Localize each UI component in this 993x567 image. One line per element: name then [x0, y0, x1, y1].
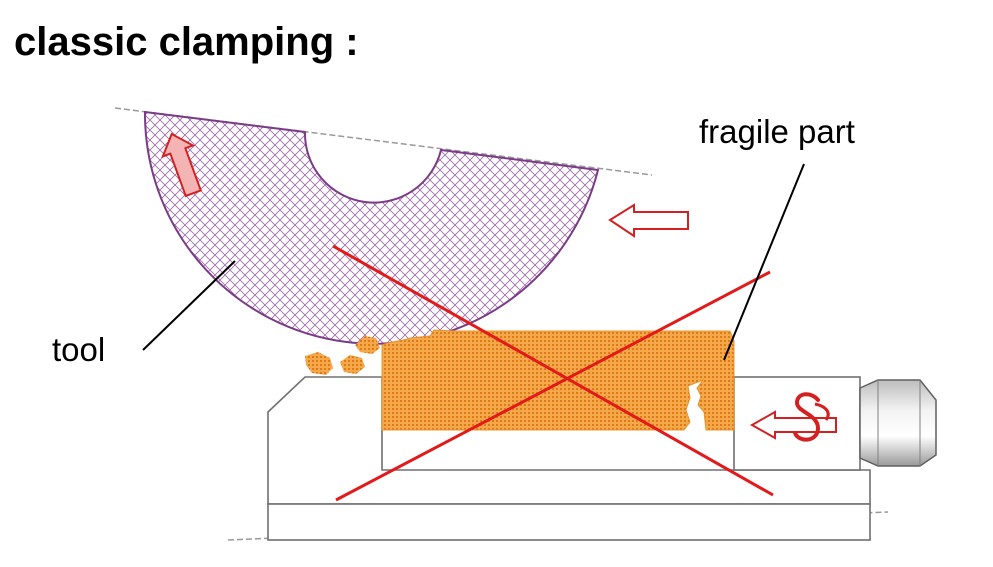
red-cross-icon — [332, 244, 774, 502]
arrow-left-icon — [608, 203, 689, 238]
vise-base — [267, 503, 871, 541]
arrow-up-icon — [161, 132, 203, 198]
s-spiral-icon — [793, 392, 830, 442]
clamp-nut — [859, 379, 937, 467]
fragments — [305, 336, 380, 375]
tool-label: tool — [52, 331, 105, 368]
grinding-wheel — [143, 110, 600, 345]
tool-leader-line — [142, 260, 236, 351]
fragile-part-label: fragile part — [699, 113, 855, 150]
fragile-part — [381, 329, 735, 431]
page-title: classic clamping : — [14, 20, 359, 64]
fragile-part-leader-line — [723, 163, 805, 361]
